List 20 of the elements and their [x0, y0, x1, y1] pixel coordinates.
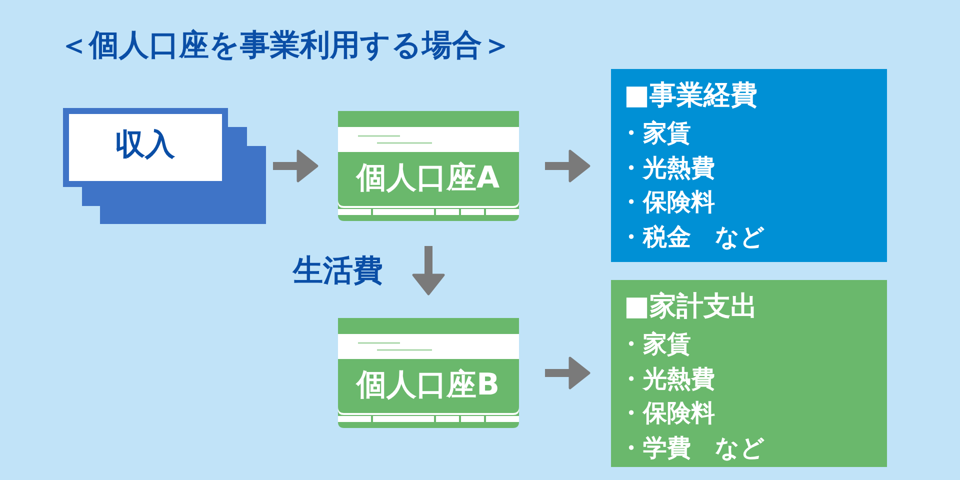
passbook-label: 個人口座B — [356, 366, 500, 404]
list-item: ・光熱費 — [619, 364, 715, 395]
list-item: ・税金 など — [619, 222, 765, 253]
list-item: ・保険料 — [619, 398, 715, 429]
panel-heading: ■家計支出 — [624, 290, 758, 324]
list-item: ・光熱費 — [619, 153, 715, 184]
arrow — [273, 150, 318, 182]
arrow — [545, 150, 590, 182]
list-item: ・家賃 — [619, 118, 691, 149]
arrow — [545, 356, 590, 390]
list-item: ・保険料 — [619, 187, 715, 218]
card-label: 収入 — [115, 126, 175, 164]
list-item: ・学費 など — [619, 433, 765, 464]
list-panel — [611, 69, 887, 262]
passbook-label: 個人口座A — [356, 160, 500, 198]
title: ＜個人口座を事業利用する場合＞ — [59, 27, 512, 65]
arrow — [412, 246, 445, 296]
list-item: ・家賃 — [619, 329, 691, 360]
list-panel — [611, 280, 887, 467]
panel-heading: ■事業経費 — [624, 79, 758, 113]
